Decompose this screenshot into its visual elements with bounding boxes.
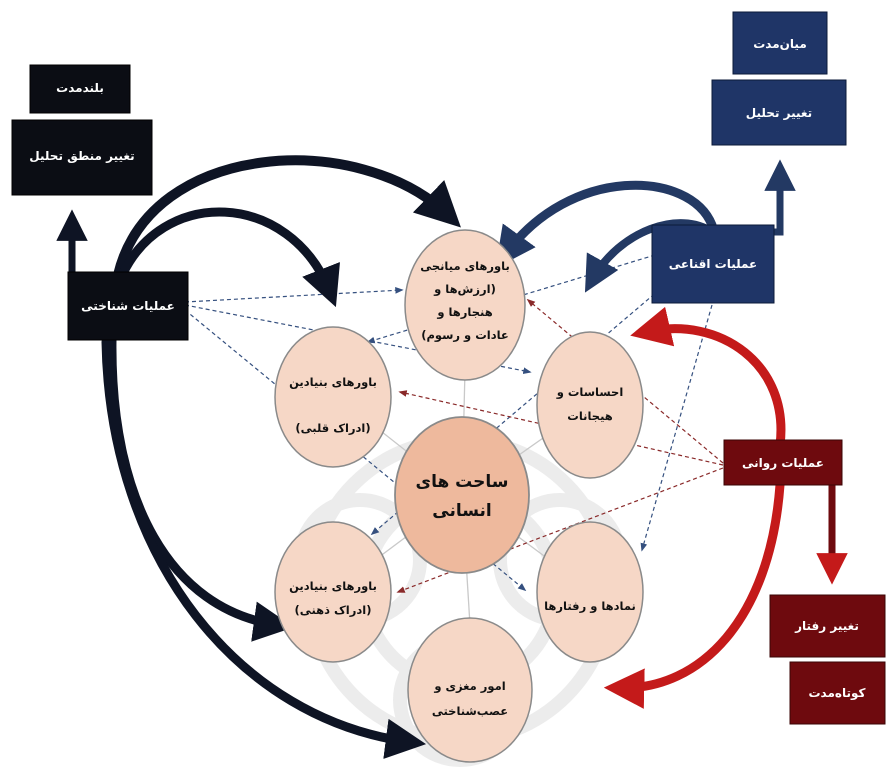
svg-text:هیجانات: هیجانات — [567, 409, 612, 423]
box-cognitive-operations: عملیات شناختی — [67, 271, 189, 341]
svg-text:عملیات شناختی: عملیات شناختی — [81, 299, 175, 313]
svg-text:میان‌مدت: میان‌مدت — [753, 37, 807, 51]
svg-text:انسانی: انسانی — [432, 501, 491, 521]
svg-text:احساسات و: احساسات و — [556, 385, 624, 400]
svg-text:امور مغزی و: امور مغزی و — [433, 679, 505, 694]
svg-text:ساحت های: ساحت های — [415, 472, 508, 492]
box-change-analysis: تغییر تحلیل — [711, 79, 847, 146]
svg-text:باورهای بنیادین: باورهای بنیادین — [289, 375, 377, 390]
circle-fundamental-beliefs-heart: باورهای بنیادین (ادراک قلبی) — [274, 326, 392, 468]
circle-fundamental-beliefs-mind: باورهای بنیادین (ادراک ذهنی) — [274, 521, 392, 663]
svg-text:تغییر منطق تحلیل: تغییر منطق تحلیل — [29, 149, 134, 163]
svg-text:کوتاه‌مدت: کوتاه‌مدت — [808, 686, 865, 701]
svg-text:تغییر رفتار: تغییر رفتار — [794, 619, 859, 633]
box-persuasive-operations: عملیات اقناعی — [651, 224, 775, 304]
circle-mediator-beliefs: باورهای میانجی (ارزش‌ها و هنجارها و عادا… — [404, 229, 526, 381]
box-long-term: بلندمدت — [29, 64, 131, 114]
svg-text:هنجارها و: هنجارها و — [436, 305, 492, 320]
circle-symbols-behaviors: نمادها و رفتارها — [536, 521, 644, 663]
red-arrows — [603, 306, 786, 709]
circle-human-domains-center: ساحت های انسانی — [394, 416, 530, 574]
svg-text:نمادها و رفتارها: نمادها و رفتارها — [544, 599, 636, 614]
box-psychological-operations: عملیات روانی — [723, 439, 843, 486]
svg-text:(ادراک ذهنی): (ادراک ذهنی) — [295, 603, 372, 617]
box-change-behavior: تغییر رفتار — [769, 594, 886, 658]
svg-text:عادات و رسوم): عادات و رسوم) — [421, 328, 509, 343]
svg-text:بلندمدت: بلندمدت — [56, 81, 104, 95]
box-short-term: کوتاه‌مدت — [789, 661, 886, 725]
black-arrows — [56, 155, 461, 759]
svg-text:(ادراک قلبی): (ادراک قلبی) — [295, 421, 370, 435]
circle-feelings-emotions: احساسات و هیجانات — [536, 331, 644, 479]
box-change-analysis-logic: تغییر منطق تحلیل — [11, 119, 153, 196]
box-mid-term: میان‌مدت — [732, 11, 828, 75]
svg-text:باورهای بنیادین: باورهای بنیادین — [289, 579, 377, 594]
svg-text:(ارزش‌ها و: (ارزش‌ها و — [433, 282, 496, 297]
svg-text:عصب‌شناختی: عصب‌شناختی — [432, 704, 508, 718]
svg-text:تغییر تحلیل: تغییر تحلیل — [746, 106, 812, 120]
circle-brain-affairs: امور مغزی و عصب‌شناختی — [407, 617, 533, 763]
svg-text:باورهای میانجی: باورهای میانجی — [420, 259, 510, 274]
svg-text:عملیات اقناعی: عملیات اقناعی — [669, 257, 758, 271]
svg-text:عملیات روانی: عملیات روانی — [742, 456, 824, 471]
